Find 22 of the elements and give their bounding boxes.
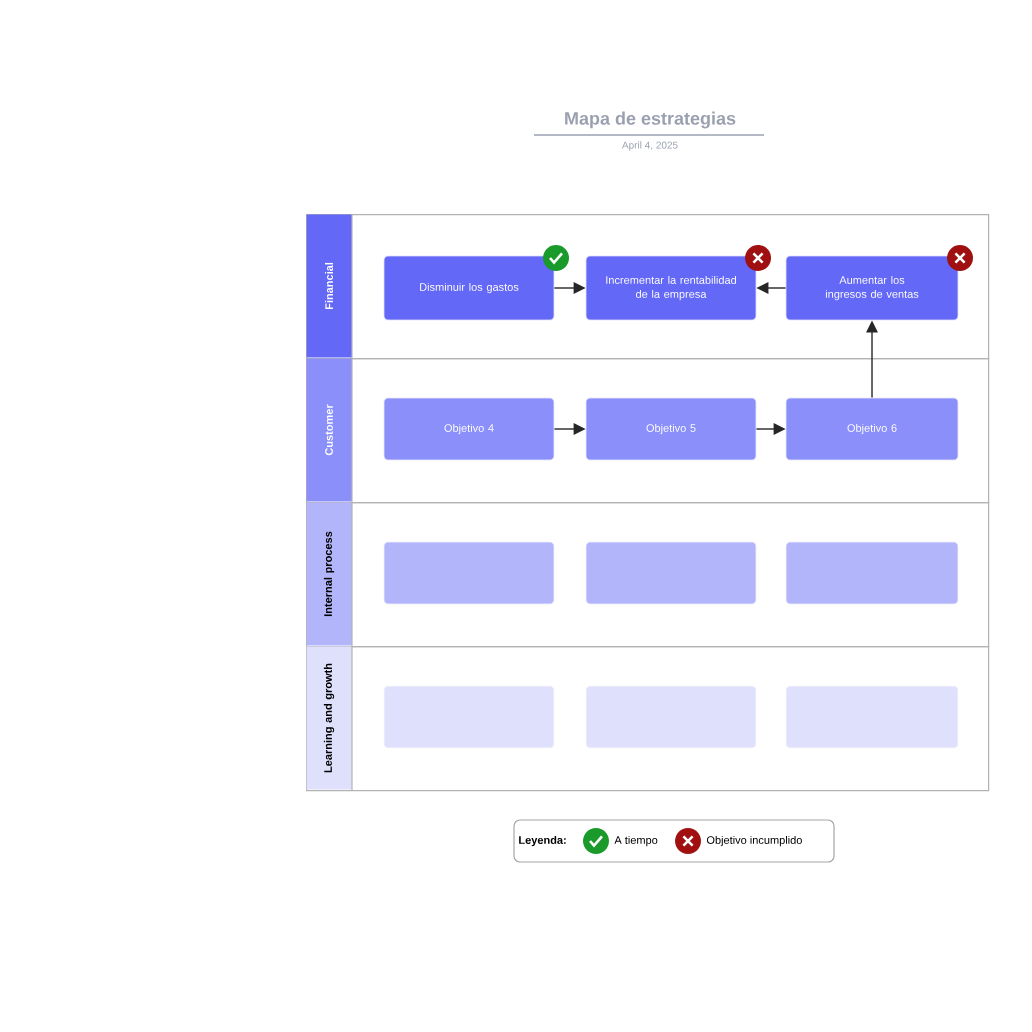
objective-box bbox=[383, 255, 555, 321]
empty-box bbox=[785, 541, 959, 605]
objective-box bbox=[785, 397, 959, 461]
empty-box bbox=[383, 541, 555, 605]
empty-box bbox=[785, 685, 959, 749]
objective-box bbox=[585, 255, 757, 321]
title: Mapa de estrategias bbox=[565, 111, 736, 129]
arrow bbox=[756, 282, 787, 294]
arrow bbox=[866, 320, 878, 399]
arrow bbox=[553, 282, 586, 294]
arrow bbox=[553, 423, 586, 435]
empty-box bbox=[585, 541, 757, 605]
lane bbox=[306, 645, 990, 792]
objective-box bbox=[785, 255, 959, 321]
empty-box bbox=[383, 685, 555, 749]
lane bbox=[306, 213, 990, 360]
objective-box bbox=[585, 397, 757, 461]
arrow bbox=[755, 423, 786, 435]
lane bbox=[306, 501, 990, 648]
lane bbox=[306, 357, 990, 504]
objective-box bbox=[383, 397, 555, 461]
empty-box bbox=[585, 685, 757, 749]
